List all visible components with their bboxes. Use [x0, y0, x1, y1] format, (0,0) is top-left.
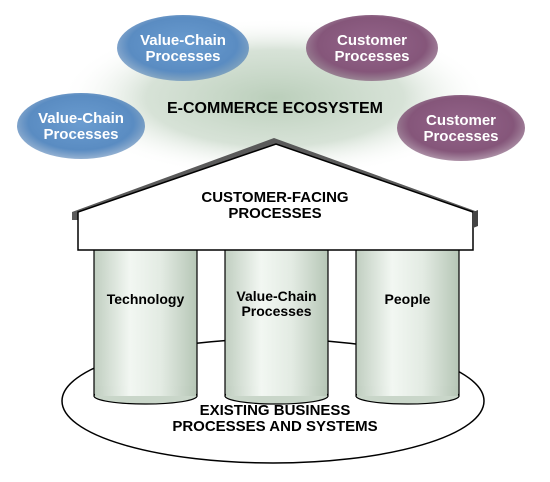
oval-line2: Processes [145, 47, 221, 65]
value-chain-oval-left-label: Value-Chain Processes [11, 111, 151, 143]
pillar-line2: Processes [241, 302, 312, 319]
value-chain-oval-left [17, 93, 145, 159]
ecosystem-label: E-COMMERCE ECOSYSTEM [166, 100, 383, 117]
base-line1: EXISTING BUSINESS [199, 402, 351, 419]
pillar-technology [93, 247, 198, 405]
base-line2: PROCESSES AND SYSTEMS [172, 417, 378, 435]
customer-oval-top [306, 15, 438, 81]
base-label: EXISTING BUSINESS PROCESSES AND SYSTEMS [145, 403, 405, 435]
oval-line1: Value-Chain [38, 110, 124, 127]
pillar-line1: Value-Chain [236, 288, 317, 304]
customer-oval-right-label: Customer Processes [391, 113, 531, 145]
pillar-people [355, 247, 460, 405]
pillar-line1: People [384, 291, 431, 307]
oval-line1: Customer [336, 32, 407, 49]
pillar-people-label: People [356, 292, 459, 307]
pillar-value-chain [224, 247, 329, 405]
pillar-value-chain-label: Value-Chain Processes [220, 289, 333, 318]
roof-label: CUSTOMER-FACING PROCESSES [175, 190, 375, 222]
oval-line1: Value-Chain [140, 32, 226, 49]
roof-line2: PROCESSES [228, 204, 322, 222]
roof-line1: CUSTOMER-FACING [201, 189, 349, 206]
value-chain-oval-top [117, 15, 249, 81]
pillar-line1: Technology [106, 291, 185, 307]
oval-line2: Processes [423, 127, 499, 145]
roof [72, 138, 478, 251]
pillar-technology-label: Technology [94, 292, 197, 307]
customer-oval-top-label: Customer Processes [302, 33, 442, 65]
oval-line2: Processes [334, 47, 410, 65]
customer-oval-right [397, 95, 525, 161]
value-chain-oval-top-label: Value-Chain Processes [113, 33, 253, 65]
oval-line1: Customer [425, 112, 496, 129]
oval-line2: Processes [43, 125, 119, 143]
